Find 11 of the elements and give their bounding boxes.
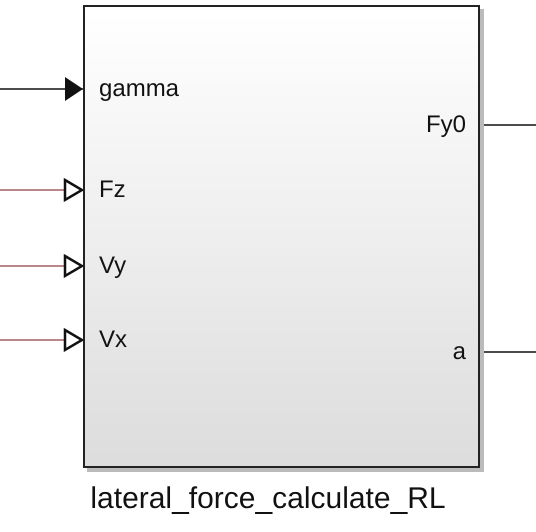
output-port-label: a bbox=[452, 337, 478, 367]
signal-arrow bbox=[0, 254, 84, 278]
signal-arrow bbox=[0, 178, 84, 202]
signal-arrow bbox=[0, 328, 84, 352]
input-port-label: gamma bbox=[85, 74, 180, 104]
input-port-label: Vx bbox=[85, 325, 128, 355]
signal-arrow bbox=[0, 77, 83, 101]
input-port-label: Fz bbox=[85, 175, 126, 205]
block-name: lateral_force_calculate_RL bbox=[89, 482, 447, 516]
input-port-label: Vy bbox=[85, 251, 126, 281]
output-port-label: Fy0 bbox=[426, 110, 478, 140]
